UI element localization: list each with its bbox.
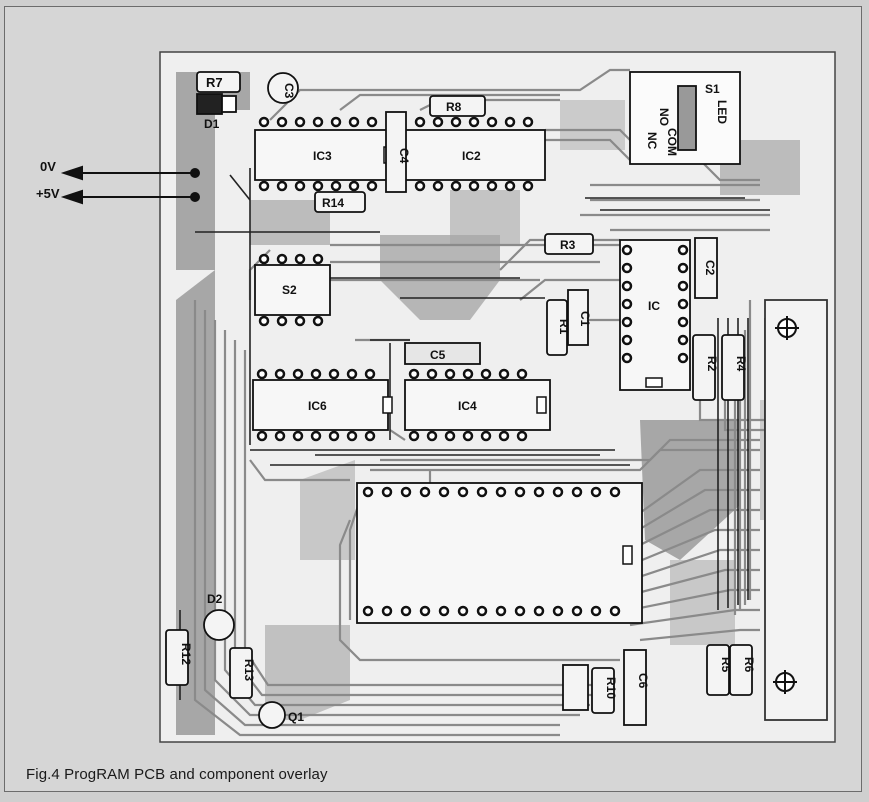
plus-five-volt-label: +5V: [36, 186, 60, 201]
d1-body: [196, 93, 223, 115]
label-r13: R13: [242, 659, 256, 681]
c4-body: [385, 111, 407, 193]
label-com: COM: [665, 128, 679, 156]
label-c3: C3: [282, 83, 296, 99]
edge-connector: [764, 299, 828, 721]
c2-body: [694, 237, 718, 299]
label-nc: NC: [645, 132, 659, 150]
mounting-holes: [773, 316, 799, 694]
label-r7: R7: [206, 75, 223, 90]
label-r8: R8: [446, 100, 462, 114]
label-r2: R2: [705, 356, 719, 372]
label-r4: R4: [734, 356, 748, 372]
s1-switch-body: [677, 85, 697, 151]
r6-body: [729, 644, 753, 696]
label-r14: R14: [322, 196, 344, 210]
label-r12: R12: [179, 643, 193, 665]
label-r10: R10: [604, 677, 618, 699]
label-ic4: IC4: [458, 399, 477, 413]
r1-body: [546, 299, 568, 356]
label-c1: C1: [578, 311, 592, 327]
label-s1: S1: [705, 82, 720, 96]
r5-body: [706, 644, 730, 696]
passive-components: [165, 71, 753, 729]
ic4-outline: [404, 379, 551, 431]
label-c5: C5: [430, 348, 446, 362]
label-q1: Q1: [288, 710, 304, 724]
power-leads: [60, 165, 200, 205]
ram-chip-outline: [356, 482, 643, 624]
label-led: LED: [715, 100, 729, 124]
label-r3: R3: [560, 238, 576, 252]
label-r6: R6: [742, 657, 756, 673]
r10-body: [591, 667, 615, 714]
label-ic6: IC6: [308, 399, 327, 413]
c5-body: [404, 342, 481, 365]
label-c2: C2: [703, 260, 717, 276]
ic2-outline: [404, 129, 546, 181]
r14-body: [314, 191, 366, 213]
label-c6: C6: [636, 673, 650, 689]
label-no: NO: [657, 108, 671, 126]
ic3-outline: [254, 129, 406, 181]
label-ic: IC: [648, 299, 660, 313]
label-d2: D2: [207, 592, 223, 606]
r7-body: [196, 71, 241, 93]
d2-body: [203, 609, 235, 641]
c1-body: [567, 289, 589, 346]
ic6-outline: [252, 379, 389, 431]
pin-pads: [256, 116, 689, 617]
label-d1: D1: [204, 117, 220, 131]
ic-packages: [252, 71, 828, 721]
r8-body: [429, 95, 486, 117]
c6-body: [623, 649, 647, 726]
q1-body: [258, 701, 286, 729]
figure-caption: Fig.4 ProgRAM PCB and component overlay: [26, 766, 328, 783]
s2-outline: [254, 264, 331, 316]
r2-body: [692, 334, 716, 401]
label-s2: S2: [282, 283, 297, 297]
label-ic3: IC3: [313, 149, 332, 163]
label-c4: C4: [397, 148, 411, 164]
label-ic2: IC2: [462, 149, 481, 163]
q-small-body: [562, 664, 589, 711]
r12-body: [165, 629, 189, 686]
label-r5: R5: [719, 657, 733, 673]
r13-body: [229, 647, 253, 699]
ic-right-outline: [619, 239, 691, 391]
c3-body: [267, 72, 299, 104]
r3-body: [544, 233, 594, 255]
label-r1: R1: [557, 319, 571, 335]
r4-body: [721, 334, 745, 401]
zero-volt-label: 0V: [40, 159, 56, 174]
d1-body-end: [221, 95, 237, 113]
